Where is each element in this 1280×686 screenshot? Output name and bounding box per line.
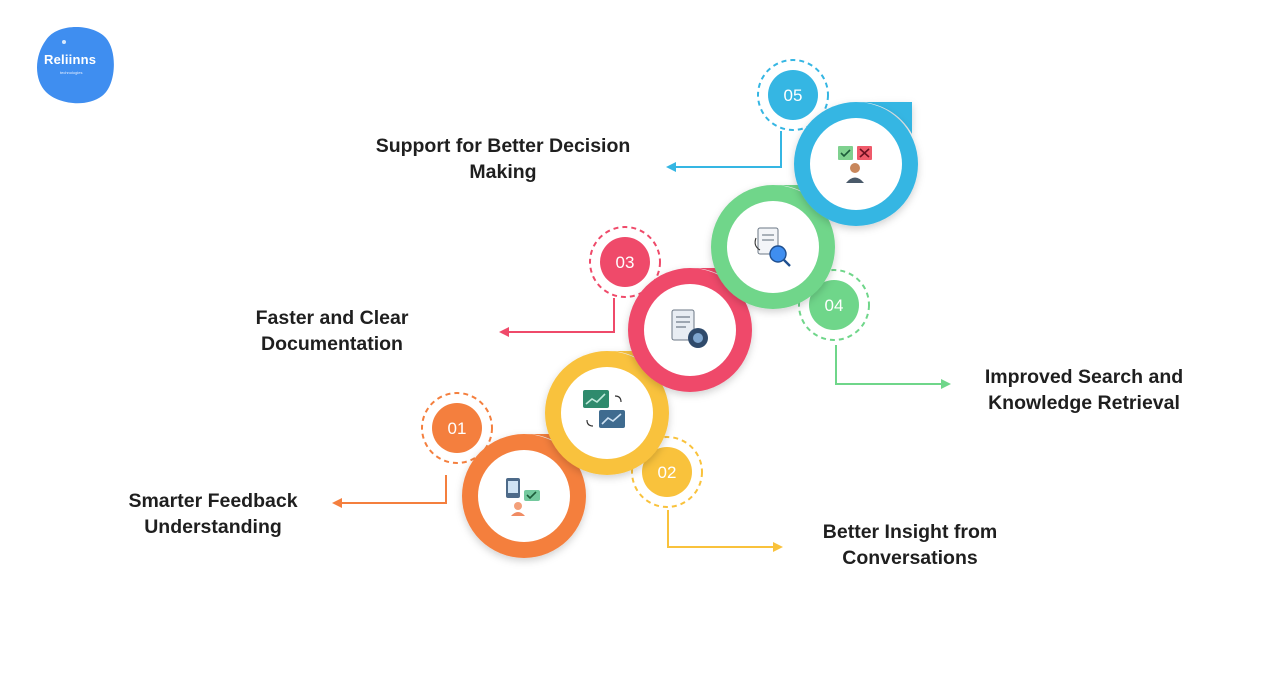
step-number-01: 01 — [448, 419, 467, 438]
decision-person-icon — [838, 146, 872, 183]
connector-arrow-04 — [941, 379, 951, 389]
step-05: 05 — [666, 59, 918, 226]
number-ring-02 — [631, 436, 703, 508]
number-disc-01 — [432, 403, 482, 453]
number-disc-02 — [642, 447, 692, 497]
connector-arrow-03 — [499, 327, 509, 337]
step-label-04: Improved Search and Knowledge Retrieval — [984, 366, 1184, 414]
logo-tagline: technologies — [60, 70, 83, 75]
feedback-chat-icon — [506, 478, 540, 516]
step-number-04: 04 — [825, 296, 844, 315]
connector-arrow-01 — [332, 498, 342, 508]
step-number-03: 03 — [616, 253, 635, 272]
number-disc-04 — [809, 280, 859, 330]
connector-04 — [835, 345, 946, 385]
connector-02 — [667, 510, 778, 548]
number-ring-05 — [757, 59, 829, 131]
step-number-02: 02 — [658, 463, 677, 482]
logo-name: Reliinns — [44, 52, 97, 67]
number-ring-04 — [798, 269, 870, 341]
step-04: 04 — [711, 184, 951, 389]
connector-03 — [504, 298, 615, 333]
number-ring-01 — [421, 392, 493, 464]
chart-conversation-icon — [583, 390, 625, 428]
logo-blob — [37, 27, 114, 104]
step-label-05: Support for Better Decision Making — [375, 135, 631, 183]
number-ring-03 — [589, 226, 661, 298]
connector-arrow-02 — [773, 542, 783, 552]
connector-05 — [671, 131, 782, 168]
tab-05 — [856, 101, 912, 134]
number-disc-05 — [768, 70, 818, 120]
step-label-02: Better Insight from Conversations — [822, 521, 998, 569]
step-03: 03 — [499, 226, 752, 392]
step-label-01: Smarter Feedback Understanding — [128, 490, 298, 538]
connector-01 — [336, 475, 447, 504]
document-icon — [671, 309, 708, 348]
step-number-05: 05 — [784, 86, 803, 105]
number-disc-03 — [600, 237, 650, 287]
connector-arrow-05 — [666, 162, 676, 172]
document-search-icon — [754, 227, 791, 267]
step-label-03: Faster and Clear Documentation — [255, 307, 409, 355]
step-01: 01 — [332, 392, 586, 558]
